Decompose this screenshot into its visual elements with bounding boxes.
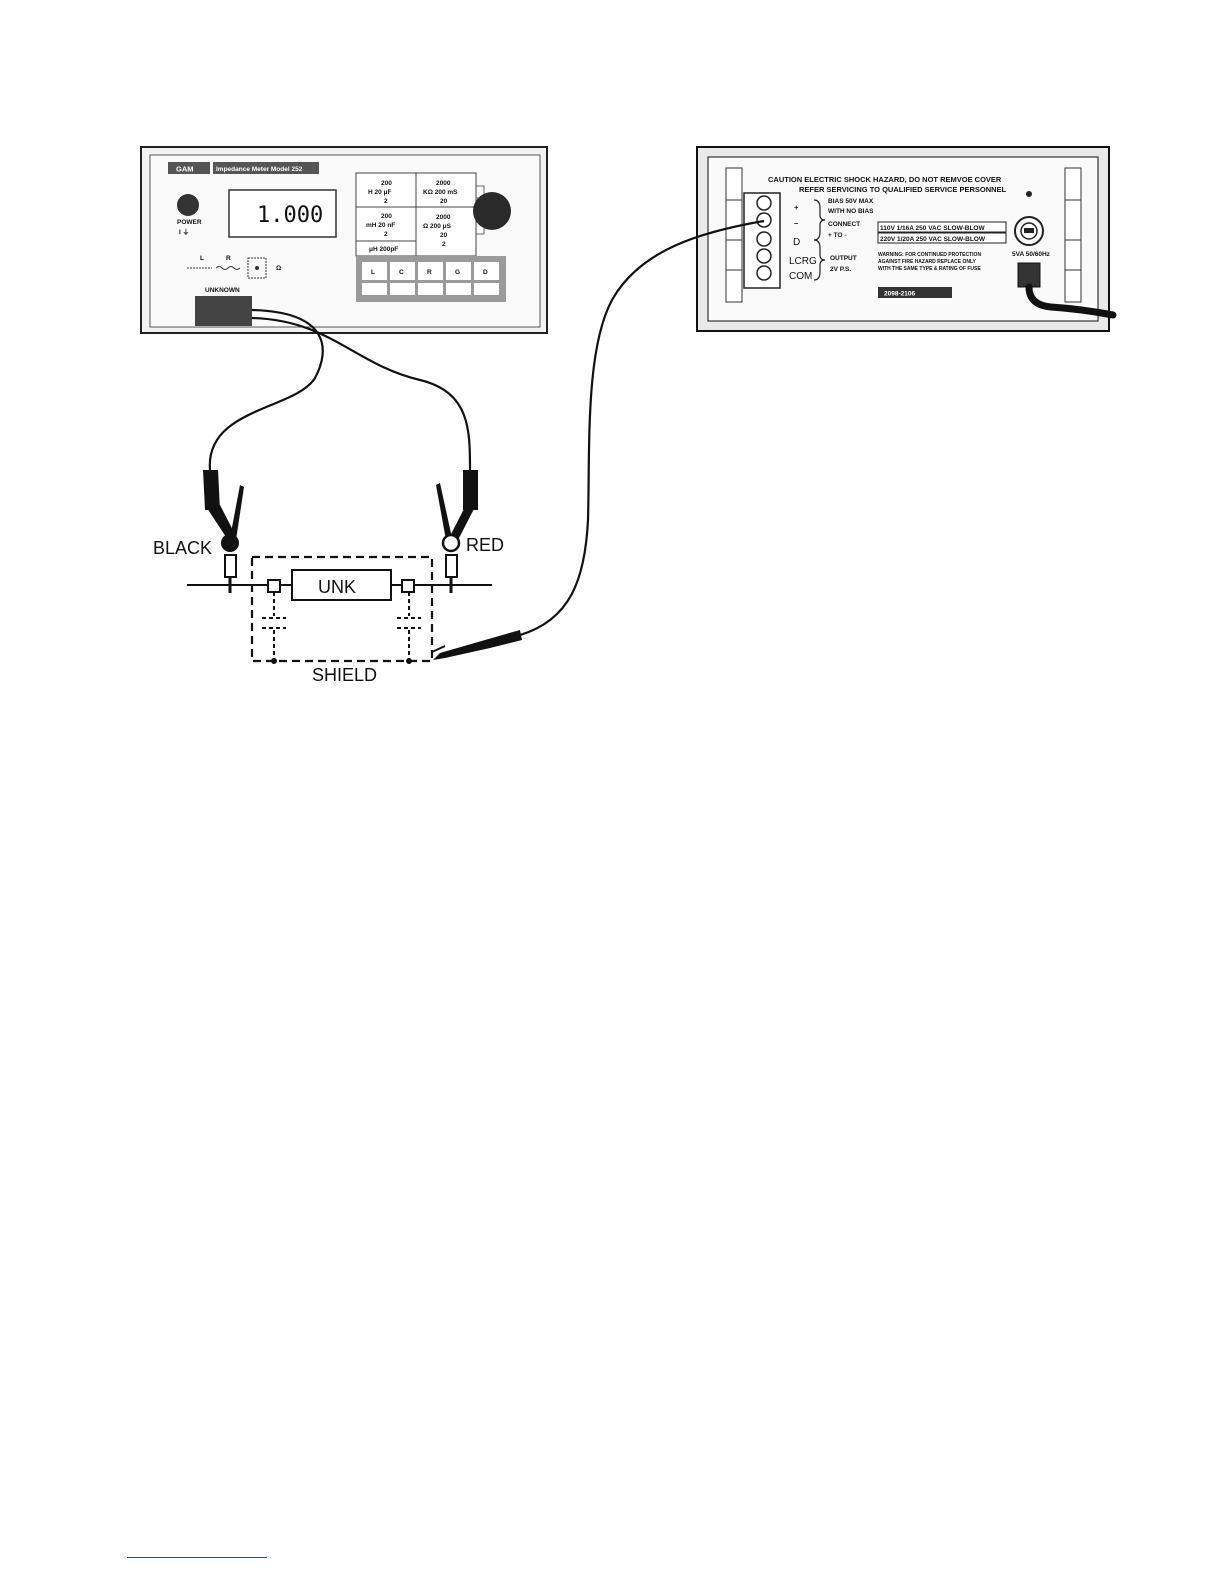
brand-name: GAM: [176, 165, 194, 174]
screw-icon: [1026, 191, 1032, 197]
mode-key-l[interactable]: L: [362, 262, 387, 295]
svg-text:2000: 2000: [436, 180, 451, 187]
svg-text:C: C: [399, 269, 404, 276]
terminal-bias-minus[interactable]: [756, 212, 772, 228]
lcd-display: [228, 189, 337, 238]
svg-text:D: D: [793, 237, 800, 248]
display-reading: 1.000: [257, 203, 323, 228]
svg-text:LCRG: LCRG: [789, 256, 817, 267]
equivalent-circuit-symbol: L R Ω: [187, 255, 281, 279]
svg-text:Ω: Ω: [276, 265, 281, 272]
mode-key-d[interactable]: D: [474, 262, 499, 295]
svg-text:COM: COM: [789, 271, 812, 282]
black-clip: [203, 470, 244, 578]
unknown-label: UNKNOWN: [205, 287, 240, 294]
svg-text:20: 20: [440, 232, 448, 239]
svg-text:μH 200pF: μH 200pF: [369, 246, 398, 253]
unknown-circuit: UNK: [187, 555, 492, 664]
svg-text:L: L: [200, 255, 204, 262]
svg-text:Ω 200 μS: Ω 200 μS: [423, 223, 452, 230]
model-title: Impedance Meter Model 252: [216, 166, 303, 173]
svg-text:+: +: [794, 203, 799, 212]
power-cord: [1025, 283, 1117, 319]
range-table: 200 H 20 μF 2 2000 KΩ 200 mS 20 200 mH 2…: [355, 172, 477, 257]
red-connection-point: [441, 533, 461, 553]
unknown-terminal-block[interactable]: [195, 296, 252, 326]
svg-text:L: L: [371, 269, 375, 276]
svg-text:R: R: [226, 255, 231, 262]
mode-key-c[interactable]: C: [390, 262, 415, 295]
svg-text:2: 2: [384, 198, 388, 205]
svg-text:20: 20: [440, 198, 448, 205]
power-label: POWER: [177, 219, 202, 226]
bias-text-4: + TO -: [828, 232, 846, 239]
output-text-1: OUTPUT: [830, 255, 857, 262]
terminal-lcrg[interactable]: [756, 248, 772, 264]
svg-text:D: D: [483, 269, 488, 276]
power-button[interactable]: [177, 194, 199, 216]
test-leads: [208, 219, 765, 637]
unk-label: UNK: [318, 577, 356, 597]
bias-text-3: CONNECT: [828, 221, 860, 228]
terminal-com[interactable]: [756, 265, 772, 281]
caution-line-2: REFER SERVICING TO QUALIFIED SERVICE PER…: [799, 185, 1007, 194]
svg-text:H 20 μF: H 20 μF: [368, 189, 392, 196]
red-clip: [436, 470, 478, 578]
rear-panel: CAUTION ELECTRIC SHOCK HAZARD, DO NOT RE…: [696, 146, 1117, 332]
svg-text:−: −: [794, 219, 799, 228]
svg-text:AGAINST FIRE HAZARD REPLACE ON: AGAINST FIRE HAZARD REPLACE ONLY: [878, 259, 977, 265]
brand-logo: [168, 162, 210, 174]
svg-text:WARNING: FOR CONTINUED PROTECT: WARNING: FOR CONTINUED PROTECTION: [878, 252, 981, 258]
svg-text:2: 2: [384, 231, 388, 238]
serial-label: [878, 287, 952, 298]
terminal-bias-plus[interactable]: [756, 195, 772, 211]
svg-text:KΩ 200 mS: KΩ 200 mS: [423, 189, 458, 196]
svg-text:2098-2106: 2098-2106: [884, 291, 915, 298]
svg-text:200: 200: [381, 213, 392, 220]
shield-clip: [431, 630, 522, 660]
black-label: BLACK: [153, 538, 212, 558]
red-label: RED: [466, 535, 504, 555]
power-inlet[interactable]: [1017, 262, 1041, 288]
footnote-rule: [127, 1557, 267, 1558]
svg-text:2: 2: [442, 241, 446, 248]
power-symbols: I ⏚: [179, 228, 189, 236]
svg-text:R: R: [427, 269, 432, 276]
svg-text:200: 200: [381, 180, 392, 187]
bias-text-1: BIAS 50V MAX: [828, 198, 874, 205]
svg-text:WITH THE SAME TYPE & RATING OF: WITH THE SAME TYPE & RATING OF FUSE: [878, 266, 981, 272]
shield-label: SHIELD: [312, 665, 377, 685]
unk-component: [291, 569, 392, 601]
svg-text:G: G: [455, 269, 460, 276]
mode-key-g[interactable]: G: [446, 262, 471, 295]
mode-key-panel: L C R G D: [356, 256, 506, 302]
fuse-rating-220: 220V 1/20A 250 VAC SLOW-BLOW: [880, 236, 986, 243]
impedance-meter-front-panel: GAM Impedance Meter Model 252 POWER I ⏚ …: [140, 146, 548, 334]
fuse-rating-110: 110V 1/16A 250 VAC SLOW-BLOW: [880, 225, 985, 232]
svg-text:mH 20 nF: mH 20 nF: [366, 222, 395, 229]
power-rating: 5VA 50/60Hz: [1012, 251, 1051, 258]
caution-line-1: CAUTION ELECTRIC SHOCK HAZARD, DO NOT RE…: [768, 175, 1002, 184]
output-text-2: 2V P.S.: [830, 266, 851, 273]
range-selector-knob[interactable]: [473, 192, 511, 230]
black-connection-point: [221, 534, 239, 552]
mode-key-r[interactable]: R: [418, 262, 443, 295]
svg-text:2000: 2000: [436, 214, 451, 221]
bias-text-2: WITH NO BIAS: [828, 208, 874, 215]
terminal-d[interactable]: [756, 231, 772, 247]
